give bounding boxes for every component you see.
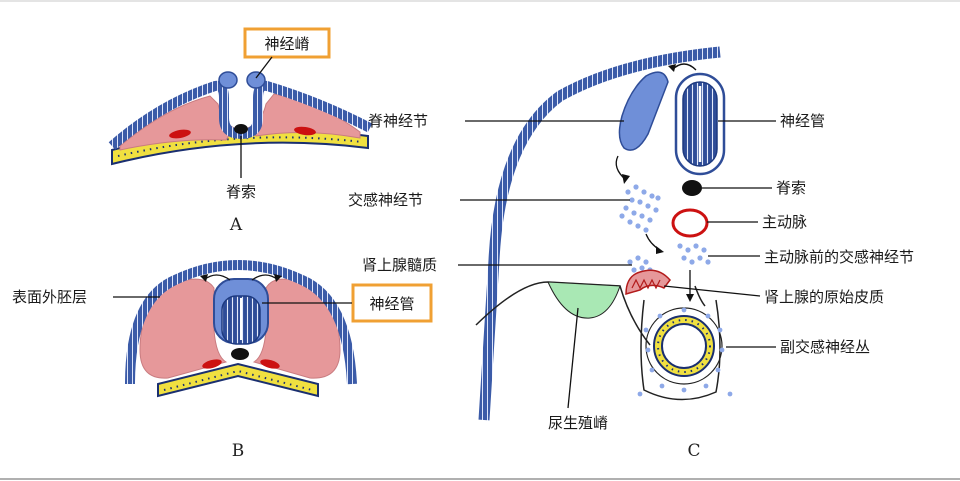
label-highlight-box	[351, 283, 433, 323]
parasympathetic-plexus-cells	[637, 307, 733, 397]
notochord-a	[234, 124, 248, 134]
leader-line	[255, 56, 273, 79]
migration-arrow	[203, 274, 231, 281]
panel-label-b: B	[232, 441, 245, 461]
panel-label-c: C	[687, 441, 700, 461]
urogenital-ridge-label: 尿生殖嵴	[548, 414, 608, 432]
neural-tube-label-c: 神经管	[780, 112, 825, 130]
spinal-ganglion	[618, 71, 669, 151]
preaortic-sympathetic-ganglion-label: 主动脉前的交感神经节	[764, 248, 914, 266]
primitive-adrenal-cortex-label: 肾上腺的原始皮质	[764, 288, 884, 306]
neural-crest-label-a: 神经嵴	[264, 35, 309, 53]
neural-crest-cells-a	[246, 71, 266, 89]
panel-a-section: 神经嵴 脊索 A	[108, 27, 373, 235]
sympathetic-ganglion-label: 交感神经节	[348, 191, 423, 209]
leader-line	[663, 285, 761, 297]
neural-crest-cells-a	[218, 71, 238, 89]
vessel-right-b	[260, 359, 280, 369]
panel-b-section: 表面外胚层 神经管 B	[12, 260, 433, 461]
notochord-label-a: 脊索	[226, 183, 256, 201]
urogenital-ridge	[547, 281, 621, 319]
parasympathetic-plexus-label: 副交感神经丛	[780, 338, 870, 356]
migration-arrow	[251, 274, 279, 281]
aorta	[671, 208, 709, 238]
notochord-c	[682, 180, 702, 196]
label-highlight-box	[243, 27, 331, 59]
preaortic-ganglion-cells	[677, 243, 711, 265]
spinal-ganglion-label: 脊神经节	[368, 112, 428, 130]
neural-tube-b	[213, 278, 269, 345]
vessel-left-b	[202, 359, 222, 369]
surface-ectoderm-label: 表面外胚层	[12, 288, 87, 306]
primitive-adrenal-cortex	[625, 269, 671, 295]
panel-c-section: 脊神经节 神经管 交感神经节 脊索 主动脉 肾上腺髓质 主动脉前的交感神经节 肾…	[348, 46, 914, 461]
body-wall-ectoderm-c	[478, 46, 721, 421]
endoderm-band-b	[157, 362, 319, 398]
aorta-label: 主动脉	[762, 213, 807, 231]
surface-ectoderm-b	[125, 260, 357, 385]
neural-tube-c	[674, 72, 726, 176]
panel-label-a: A	[229, 215, 243, 235]
gut-wall	[640, 299, 721, 401]
leader-line	[567, 307, 579, 409]
vessel-right-a	[294, 126, 316, 136]
adrenal-medulla-label: 肾上腺髓质	[362, 256, 437, 274]
neural-tube-label-b: 神经管	[369, 295, 414, 313]
notochord-label-c: 脊索	[776, 179, 806, 197]
vessel-left-a	[169, 129, 191, 139]
sympathetic-ganglion-cells	[619, 184, 661, 233]
notochord-b	[231, 348, 249, 360]
